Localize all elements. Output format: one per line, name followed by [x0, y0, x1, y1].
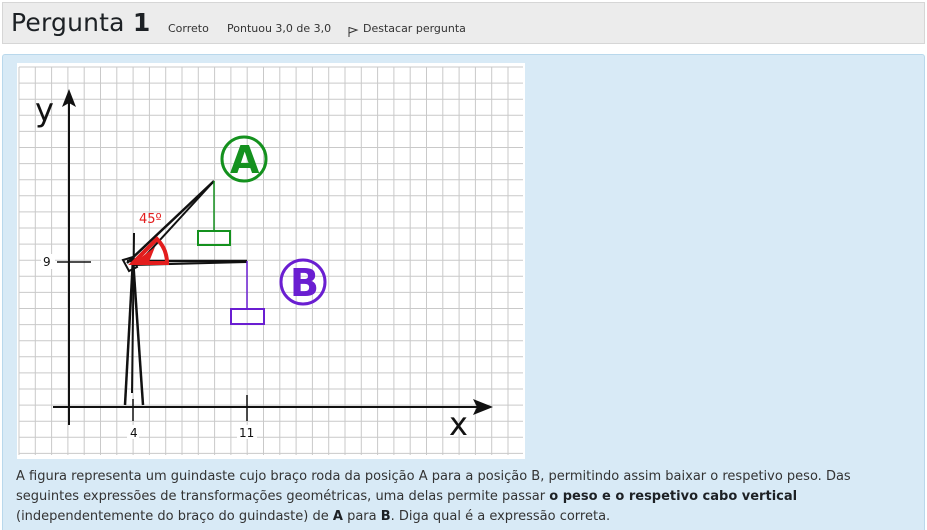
- question-status: Correto: [168, 22, 209, 35]
- label-b-circle: [279, 258, 327, 306]
- angle-label: 45º: [139, 212, 162, 227]
- label-a: A: [230, 138, 260, 182]
- x-axis-arrow: [473, 399, 493, 415]
- label-b: B: [290, 261, 319, 305]
- crane-figure: y x 4 11 9 45º: [17, 63, 525, 459]
- flag-question-link[interactable]: Destacar pergunta: [363, 22, 466, 35]
- question-text-part4: . Diga qual é a expressão correta.: [390, 509, 611, 524]
- x-tick-label-4: 4: [130, 426, 138, 440]
- y-axis-arrow: [62, 89, 76, 107]
- pivot: [121, 255, 139, 273]
- question-text-part1: A figura representa um guindaste cujo br…: [16, 469, 851, 504]
- question-text-part2: (independentemente do braço do guindaste…: [16, 509, 333, 524]
- question-title-word: Pergunta: [11, 8, 125, 37]
- question-text-bold1: o peso e o respetivo cabo vertical: [549, 489, 798, 504]
- y-tick-label-9: 9: [43, 255, 51, 269]
- flag-icon[interactable]: [347, 23, 359, 42]
- arm-a-upper: [126, 180, 215, 264]
- x-tick-label-11: 11: [239, 426, 254, 440]
- question-text-part3: para: [342, 509, 381, 524]
- question-header: Pergunta 1 Correto Pontuou 3,0 de 3,0 De…: [2, 2, 925, 44]
- question-text-bold3: B: [380, 509, 391, 524]
- grid: [18, 66, 523, 455]
- crane-leg-right: [131, 258, 145, 406]
- question-title: Pergunta 1: [11, 8, 150, 37]
- label-a-circle: [220, 135, 268, 183]
- weight-a: [197, 230, 231, 246]
- question-content: y x 4 11 9 45º: [2, 54, 925, 530]
- crane-leg-left: [123, 258, 135, 406]
- angle-arc: [128, 236, 170, 265]
- question-number: 1: [132, 8, 151, 37]
- question-score: Pontuou 3,0 de 3,0: [227, 22, 332, 35]
- x-axis-label: x: [449, 405, 468, 443]
- weight-b: [230, 308, 265, 325]
- y-axis-label: y: [35, 91, 54, 129]
- question-text-bold2: A: [332, 509, 343, 524]
- question-text: A figura representa um guindaste cujo br…: [16, 467, 896, 527]
- angle-fill: [135, 247, 155, 262]
- crane-diagram: y x 4 11 9 45º: [18, 66, 523, 455]
